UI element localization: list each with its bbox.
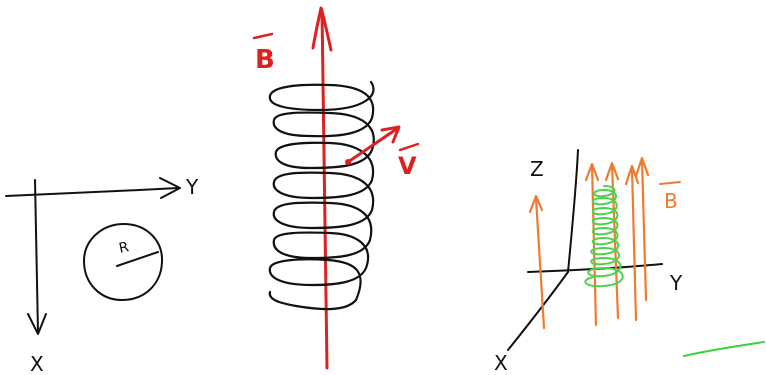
particle-point [345, 159, 351, 165]
right-field-label: B [664, 189, 678, 213]
middle-field-label: B [255, 45, 275, 75]
field-line-4-arrowhead [624, 164, 640, 186]
x-axis-line [34, 179, 39, 334]
field-line-5 [640, 158, 648, 302]
right-field-label-group: B [659, 181, 681, 213]
middle-sketch [268, 6, 401, 370]
z-axis-line [567, 149, 579, 273]
y-axis-arrowhead [159, 177, 181, 199]
circle-orbit [83, 223, 164, 301]
field-line-3-arrowhead [604, 161, 620, 182]
velocity-label: V [398, 152, 417, 180]
field-line-1 [534, 196, 546, 330]
middle-field-label-group: B [252, 32, 275, 75]
right-field-label-overline [659, 181, 681, 185]
x-axis-arrowhead [27, 313, 47, 335]
field-arrowhead [311, 6, 333, 52]
y-axis-line [5, 187, 179, 197]
right-x-axis-label: X [494, 351, 508, 375]
right-sketch [507, 149, 663, 351]
right-z-axis-label: Z [530, 157, 544, 181]
field-label-overline [252, 32, 274, 40]
left-y-axis-label: Y [185, 175, 199, 199]
x-axis-line-3d [507, 271, 569, 351]
field-line-2-arrowhead [584, 162, 600, 182]
radius-line [116, 251, 159, 267]
helix-3d [584, 185, 624, 288]
radius-label: R [117, 239, 130, 257]
velocity-label-group: V [398, 142, 420, 180]
stray-green-stroke [683, 341, 765, 357]
right-y-axis-label: Y [669, 271, 683, 295]
velocity-label-overline [398, 142, 420, 152]
magnetic-field-line [320, 8, 329, 370]
field-line-5-arrowhead [634, 156, 650, 178]
velocity-arrowhead [380, 125, 401, 144]
velocity-arrow-line [346, 126, 400, 164]
field-line-4 [630, 166, 638, 322]
helix-trajectory [268, 80, 375, 311]
left-sketch [5, 177, 181, 335]
left-x-axis-label: X [30, 352, 44, 375]
field-line-1-arrowhead [528, 194, 544, 214]
field-line-2 [590, 163, 598, 327]
